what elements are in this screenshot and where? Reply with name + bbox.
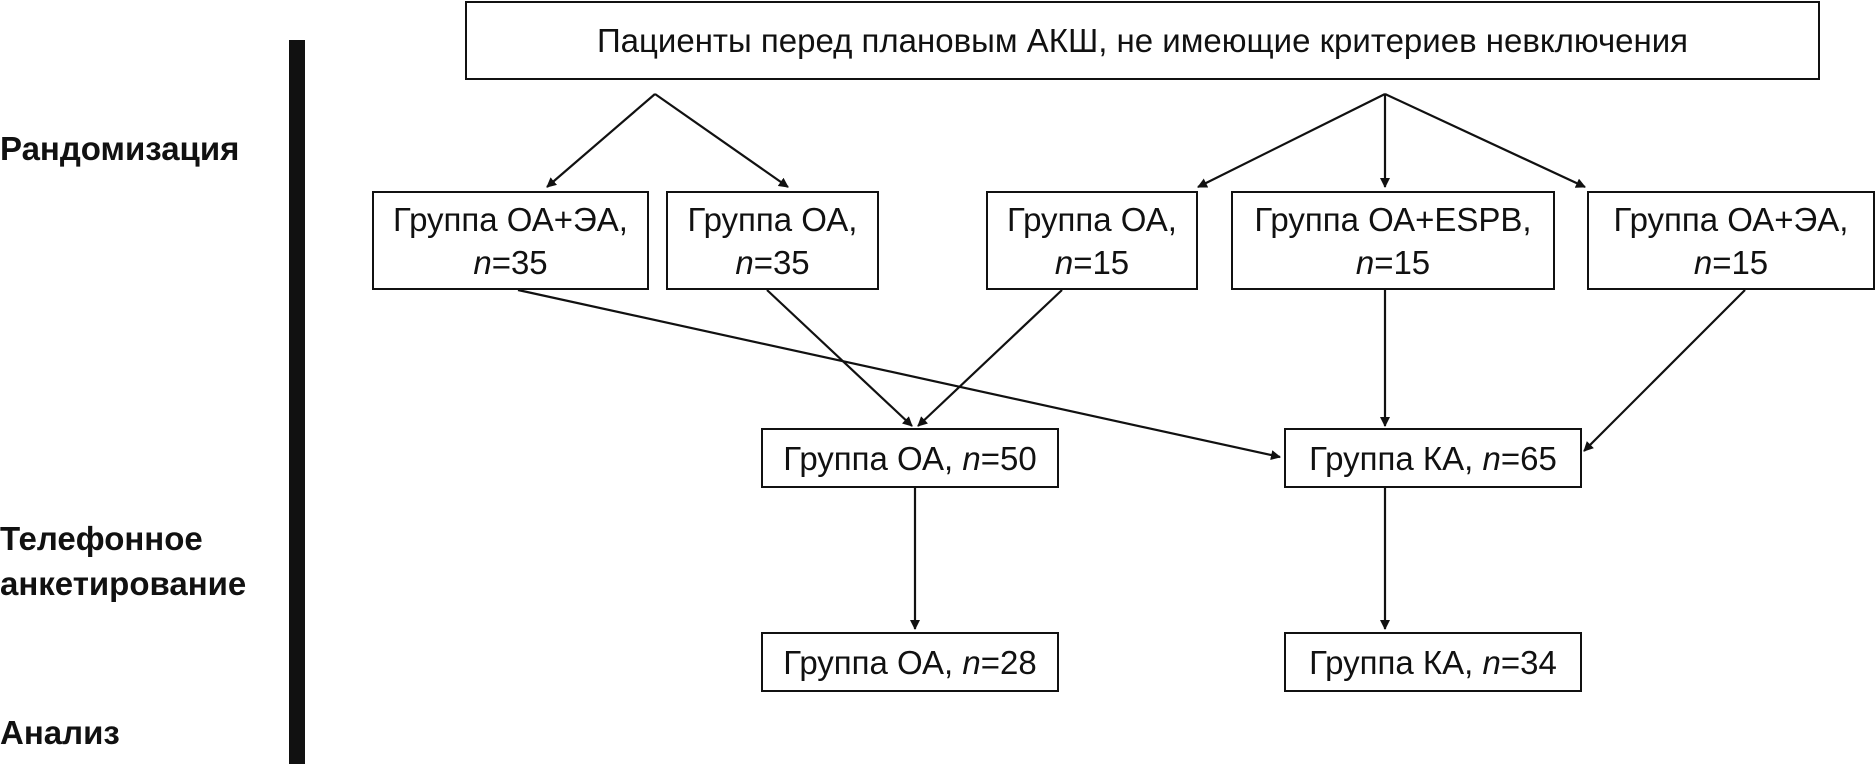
- group-count: n=15: [1054, 243, 1130, 281]
- merged-box-ka: Группа КА, n=65: [1284, 428, 1582, 488]
- arrow-top-to-group1: [546, 93, 656, 188]
- final-box-ka: Группа КА, n=34: [1284, 632, 1582, 692]
- stage-label-phone-survey: Телефонное анкетирование: [0, 516, 246, 606]
- group-box-3: Группа ОА, n=15: [986, 191, 1198, 290]
- merged-box-oa: Группа ОА, n=50: [761, 428, 1059, 488]
- final-label: Группа ОА, n=28: [783, 643, 1037, 681]
- arrow-group2-to-oa: [766, 289, 913, 427]
- group-box-5: Группа ОА+ЭА, n=15: [1587, 191, 1875, 290]
- merged-label: Группа ОА, n=50: [783, 439, 1037, 477]
- group-count: n=15: [1693, 243, 1769, 281]
- top-box-patients: Пациенты перед плановым АКШ, не имеющие …: [465, 1, 1820, 80]
- stage-label-phone-line2: анкетирование: [0, 565, 247, 602]
- group-label: Группа ОА+ЭА,: [393, 200, 628, 238]
- group-box-1: Группа ОА+ЭА, n=35: [372, 191, 649, 290]
- group-count: n=15: [1355, 243, 1431, 281]
- merged-label: Группа КА, n=65: [1309, 439, 1557, 477]
- group-label: Группа ОА,: [687, 200, 858, 238]
- final-box-oa: Группа ОА, n=28: [761, 632, 1059, 692]
- arrow-top-to-group5: [1384, 93, 1586, 188]
- arrow-top-to-group3: [1197, 93, 1386, 188]
- group-box-4: Группа ОА+ESPB, n=15: [1231, 191, 1555, 290]
- group-count: n=35: [473, 243, 548, 281]
- stage-label-analysis: Анализ: [0, 714, 120, 751]
- top-box-text: Пациенты перед плановым АКШ, не имеющие …: [596, 22, 1689, 59]
- stage-timeline-bar: [289, 40, 305, 764]
- group-box-2: Группа ОА, n=35: [666, 191, 879, 290]
- stage-label-randomization: Рандомизация: [0, 130, 240, 167]
- group-count: n=35: [735, 243, 810, 281]
- arrow-top-to-group2: [654, 93, 789, 188]
- group-label: Группа ОА+ESPB,: [1254, 200, 1532, 238]
- group-label: Группа ОА+ЭА,: [1613, 200, 1849, 238]
- group-label: Группа ОА,: [1007, 200, 1177, 238]
- arrow-group5-to-ka: [1583, 289, 1746, 452]
- final-label: Группа КА, n=34: [1309, 643, 1557, 681]
- arrow-group1-to-ka: [517, 288, 1281, 460]
- arrow-group3-to-oa: [917, 289, 1063, 427]
- stage-label-phone-line1: Телефонное: [0, 520, 203, 557]
